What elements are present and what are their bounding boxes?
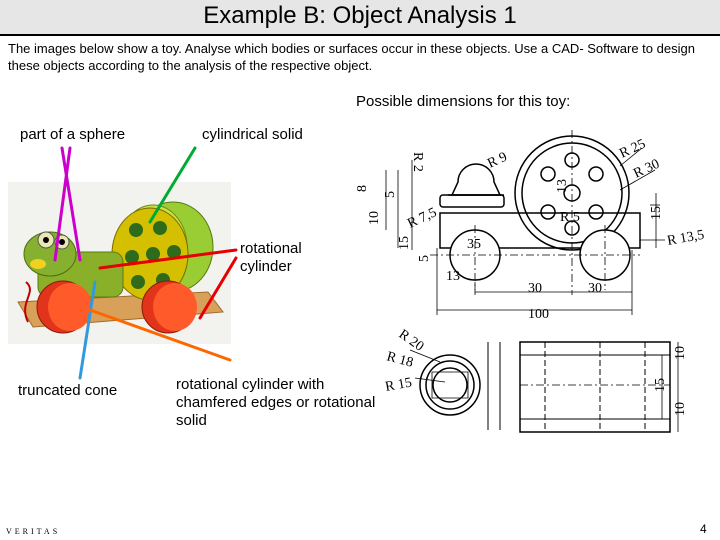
veritas-logo: VERITAS xyxy=(6,527,61,536)
pointer-rotational-cylinder-2 xyxy=(198,256,238,320)
pointer-sphere-2 xyxy=(53,146,72,262)
dim-r2: R 2 xyxy=(410,152,425,172)
dim-15-left: 15 xyxy=(397,236,412,250)
slide-title: Example B: Object Analysis 1 xyxy=(203,2,517,29)
dim-13-upper: 13 xyxy=(555,179,570,193)
dim-5-upper: 5 xyxy=(383,191,398,198)
dim-35: 35 xyxy=(467,237,481,252)
wheel-side-outline xyxy=(419,354,481,416)
side-view xyxy=(409,341,679,433)
dim-10: 10 xyxy=(367,211,382,225)
dim-30-right: 30 xyxy=(588,281,602,296)
label-chamfered-cylinder: rotational cylinder with chamfered edges… xyxy=(176,376,376,429)
dim-10-side-bottom: 10 xyxy=(673,402,688,416)
dim-r7-5: R 7,5 xyxy=(405,205,439,231)
dimensions-subheading: Possible dimensions for this toy: xyxy=(356,93,571,110)
dim-15-right: 15 xyxy=(649,206,664,220)
title-band xyxy=(0,0,720,34)
page-number: 4 xyxy=(700,522,707,536)
dim-r9: R 9 xyxy=(485,150,509,172)
dim-r15: R 15 xyxy=(384,376,413,395)
dim-5-lower: 5 xyxy=(417,255,432,262)
dim-r30: R 30 xyxy=(631,157,662,182)
dim-r18: R 18 xyxy=(385,349,415,370)
dim-r5: R 5 xyxy=(560,210,580,225)
dim-100: 100 xyxy=(528,307,549,322)
label-rotational-cylinder: rotational cylinder xyxy=(240,240,302,275)
pointer-truncated-cone xyxy=(78,280,97,380)
title-divider xyxy=(0,34,720,36)
label-part-of-sphere: part of a sphere xyxy=(20,126,126,143)
pointer-rotational-cylinder-1 xyxy=(98,248,238,270)
front-view xyxy=(385,130,665,315)
toy-photo xyxy=(8,182,231,344)
dim-13-lower: 13 xyxy=(446,269,460,284)
pointer-chamfered xyxy=(88,308,232,362)
dim-r25: R 25 xyxy=(617,137,648,162)
label-cylindrical-solid: cylindrical solid xyxy=(202,126,303,143)
dim-10-side-top: 10 xyxy=(673,346,688,360)
intro-text: The images below show a toy. Analyse whi… xyxy=(8,41,695,73)
dim-r13-5: R 13,5 xyxy=(666,228,705,249)
pointer-cylindrical-solid xyxy=(148,146,197,224)
dim-8: 8 xyxy=(355,185,370,192)
label-truncated-cone: truncated cone xyxy=(18,382,118,399)
pointer-sphere-1 xyxy=(60,146,82,262)
dim-15-side: 15 xyxy=(653,378,668,392)
dim-30-left: 30 xyxy=(528,281,542,296)
